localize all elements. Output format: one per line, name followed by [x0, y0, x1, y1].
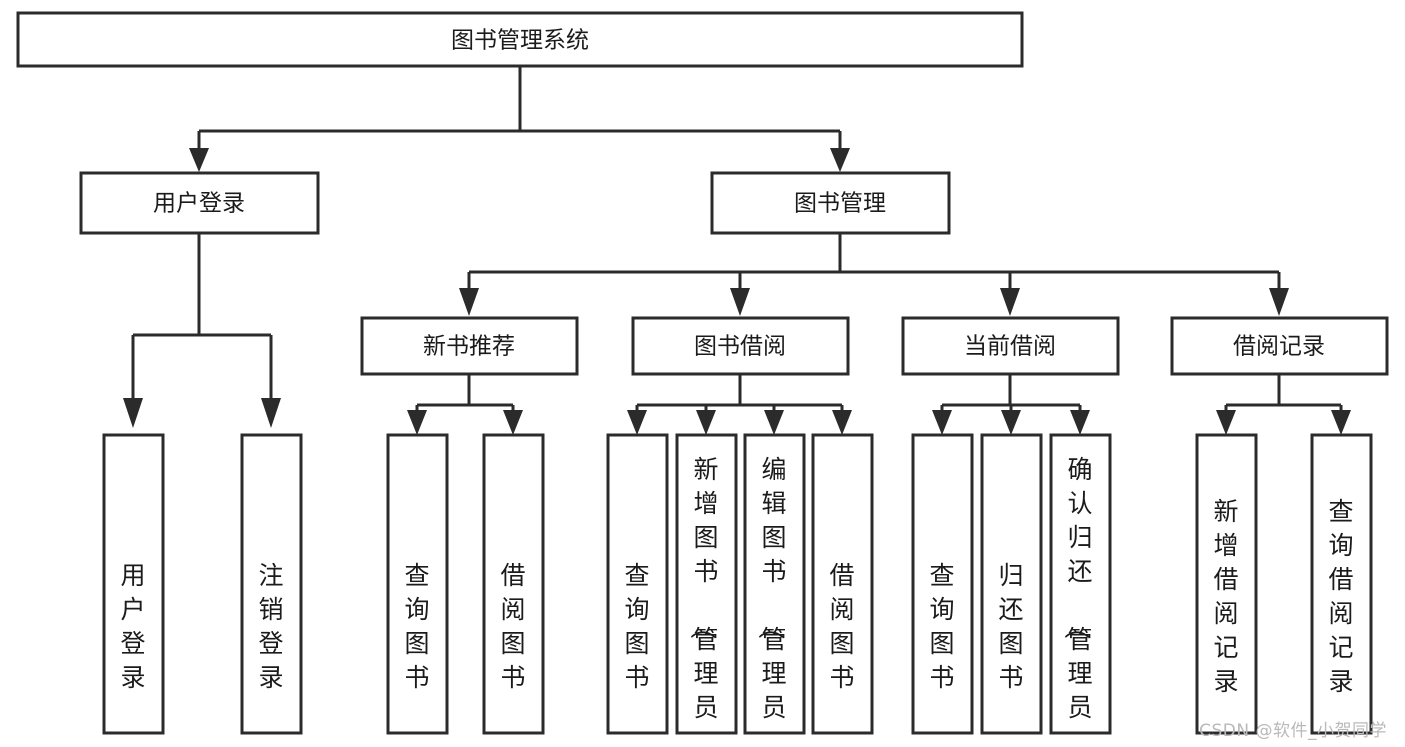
leaf-book-borrow-2-label: 新增图书（管理员） [687, 455, 718, 747]
node-root-box[interactable] [16, 11, 1024, 68]
leaf-current-borrow-3-label: 确认归还（管理员） [1061, 455, 1092, 747]
leaf-borrow-record-2-label: 查询借阅记录 [1328, 497, 1353, 696]
leaf-recommend-1-box[interactable] [386, 433, 449, 735]
arrow-root-to-user-login-icon [189, 148, 209, 172]
leaf-user-login-2-box[interactable] [240, 433, 303, 735]
connector-layer [123, 66, 1351, 435]
leaf-recommend-2-box[interactable] [482, 433, 545, 735]
node-new-book-recommend-box[interactable] [360, 316, 579, 376]
leaf-current-borrow-2-box[interactable] [980, 433, 1043, 735]
arrow-borrow-l1-icon [627, 410, 647, 435]
leaf-borrow-record-1[interactable]: 新增借阅记录 [1195, 433, 1258, 735]
node-book-borrow[interactable]: 图书借阅 [631, 316, 850, 376]
arrow-record-l1-icon [1216, 410, 1236, 435]
leaf-user-login-1[interactable]: 用户登录 [102, 433, 165, 735]
node-book-borrow-box[interactable] [631, 316, 850, 376]
node-borrow-record-box[interactable] [1170, 316, 1389, 376]
arrow-book-manage-c4-icon [1269, 288, 1289, 316]
arrow-user-login-leaf1-icon [123, 398, 143, 428]
arrow-current-l3-icon [1070, 410, 1090, 435]
leaf-book-borrow-2-box[interactable] [675, 433, 738, 735]
leaf-borrow-record-2[interactable]: 查询借阅记录 [1310, 433, 1373, 735]
node-user-login-label: 用户登录 [153, 191, 245, 217]
leaf-book-borrow-3-box[interactable] [743, 433, 806, 735]
arrow-book-manage-c1-icon [459, 288, 479, 316]
node-current-borrow-label: 当前借阅 [964, 334, 1056, 360]
leaf-book-borrow-3-label: 编辑图书（管理员） [755, 455, 786, 747]
node-new-book-recommend-label: 新书推荐 [423, 334, 515, 360]
leaf-recommend-1-label: 查询图书 [404, 561, 429, 692]
leaf-current-borrow-3[interactable]: 确认归还（管理员） [1049, 433, 1112, 747]
arrow-current-l1-icon [932, 410, 952, 435]
leaf-book-borrow-1[interactable]: 查询图书 [606, 433, 669, 735]
leaf-book-borrow-1-box[interactable] [606, 433, 669, 735]
leaf-current-borrow-1-label: 查询图书 [929, 561, 954, 692]
arrow-current-l2-icon [1001, 410, 1021, 435]
leaf-user-login-2-label: 注销登录 [258, 561, 283, 692]
node-borrow-record-label: 借阅记录 [1233, 334, 1325, 360]
node-book-manage[interactable]: 图书管理 [710, 171, 951, 235]
leaf-current-borrow-1[interactable]: 查询图书 [911, 433, 974, 735]
node-book-manage-box[interactable] [710, 171, 951, 235]
arrow-recommend-l1-icon [407, 410, 427, 435]
node-book-manage-label: 图书管理 [794, 191, 886, 217]
leaf-user-login-1-label: 用户登录 [120, 561, 145, 692]
arrow-recommend-l2-icon [503, 410, 523, 435]
arrow-book-manage-c3-icon [1000, 288, 1020, 316]
leaf-book-borrow-3[interactable]: 编辑图书（管理员） [743, 433, 806, 747]
leaf-user-login-2[interactable]: 注销登录 [240, 433, 303, 735]
leaf-book-borrow-4-label: 借阅图书 [829, 561, 854, 692]
leaf-current-borrow-2[interactable]: 归还图书 [980, 433, 1043, 735]
leaf-book-borrow-2[interactable]: 新增图书（管理员） [675, 433, 738, 747]
leaf-current-borrow-1-box[interactable] [911, 433, 974, 735]
arrow-borrow-l3-icon [764, 410, 784, 435]
node-book-borrow-label: 图书借阅 [694, 334, 786, 360]
leaf-borrow-record-1-label: 新增借阅记录 [1213, 497, 1238, 696]
leaf-book-borrow-4[interactable]: 借阅图书 [811, 433, 874, 735]
leaf-user-login-1-box[interactable] [102, 433, 165, 735]
leaf-borrow-record-2-box[interactable] [1310, 433, 1373, 735]
arrow-borrow-l2-icon [696, 410, 716, 435]
node-root-label: 图书管理系统 [451, 28, 589, 54]
node-current-borrow[interactable]: 当前借阅 [901, 316, 1120, 376]
leaf-recommend-2[interactable]: 借阅图书 [482, 433, 545, 735]
node-user-login-box[interactable] [79, 171, 320, 235]
arrow-book-manage-c2-icon [730, 288, 750, 316]
node-user-login[interactable]: 用户登录 [79, 171, 320, 235]
leaf-book-borrow-4-box[interactable] [811, 433, 874, 735]
arrow-user-login-leaf2-icon [261, 398, 281, 428]
node-borrow-record[interactable]: 借阅记录 [1170, 316, 1389, 376]
leaf-book-borrow-1-label: 查询图书 [624, 561, 649, 692]
leaf-borrow-record-1-box[interactable] [1195, 433, 1258, 735]
node-current-borrow-box[interactable] [901, 316, 1120, 376]
arrow-record-l2-icon [1331, 410, 1351, 435]
node-root[interactable]: 图书管理系统 [16, 11, 1024, 68]
leaf-current-borrow-2-label: 归还图书 [998, 561, 1023, 692]
leaf-current-borrow-3-box[interactable] [1049, 433, 1112, 735]
leaf-recommend-2-label: 借阅图书 [500, 561, 525, 692]
node-new-book-recommend[interactable]: 新书推荐 [360, 316, 579, 376]
arrow-root-to-book-manage-icon [830, 148, 850, 172]
leaf-recommend-1[interactable]: 查询图书 [386, 433, 449, 735]
arrow-borrow-l4-icon [832, 410, 852, 435]
